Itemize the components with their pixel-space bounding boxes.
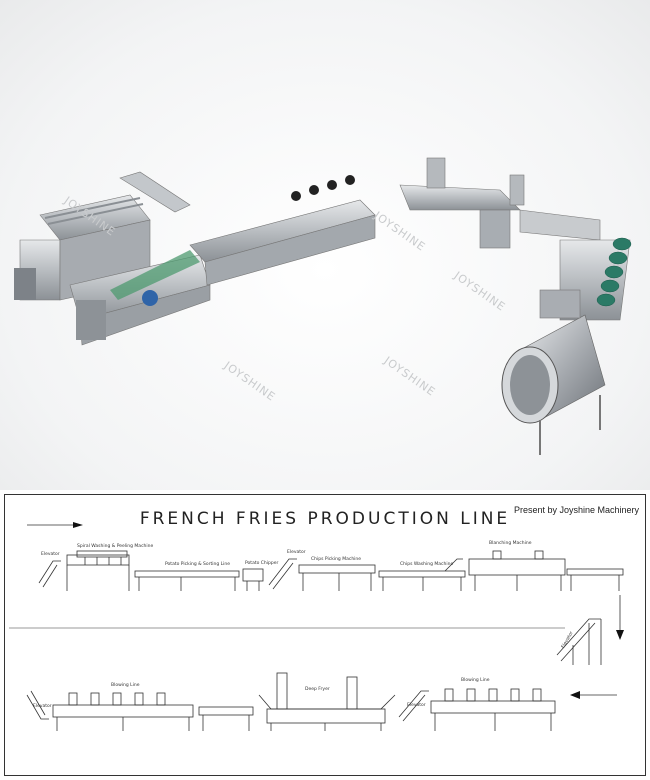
machinery-illustration bbox=[14, 157, 632, 455]
label-picking-sorting: Potato Picking & Sorting Line bbox=[165, 562, 231, 567]
label-washing-peeling: Spiral Washing & Peeling Machine bbox=[77, 544, 154, 549]
label-blowing-line-right: Blowing Line bbox=[461, 678, 490, 683]
production-line-diagram: FRENCH FRIES PRODUCTION LINE Present by … bbox=[4, 494, 646, 776]
sorting-conveyor bbox=[69, 250, 211, 346]
label-blowing-line-left: Blowing Line bbox=[111, 683, 140, 688]
label-chips-picking: Chips Picking Machine bbox=[311, 557, 362, 562]
fryer-blancher-unit bbox=[399, 157, 601, 249]
diagram-drawing bbox=[9, 522, 624, 731]
diagram-title: FRENCH FRIES PRODUCTION LINE bbox=[139, 509, 511, 529]
label-blanching: Blanching Machine bbox=[489, 541, 532, 546]
seasoning-drum bbox=[501, 289, 606, 455]
label-deep-fryer: Deep Fryer bbox=[305, 687, 330, 692]
label-chips-washing: Chips Washing Machine bbox=[400, 562, 454, 567]
washing-line-middle bbox=[189, 175, 376, 286]
label-elevator-2: Elevator bbox=[287, 550, 306, 555]
label-elevator-left: Elevator bbox=[33, 704, 52, 709]
label-elevator-right: Elevator bbox=[407, 703, 426, 708]
presenter-credit: Present by Joyshine Machinery bbox=[513, 505, 639, 515]
label-chipper: Potato Chipper bbox=[245, 561, 279, 566]
production-line-render: JOYSHINE JOYSHINE JOYSHINE JOYSHINE JOYS… bbox=[0, 0, 650, 490]
label-elevator-1: Elevator bbox=[41, 552, 60, 557]
